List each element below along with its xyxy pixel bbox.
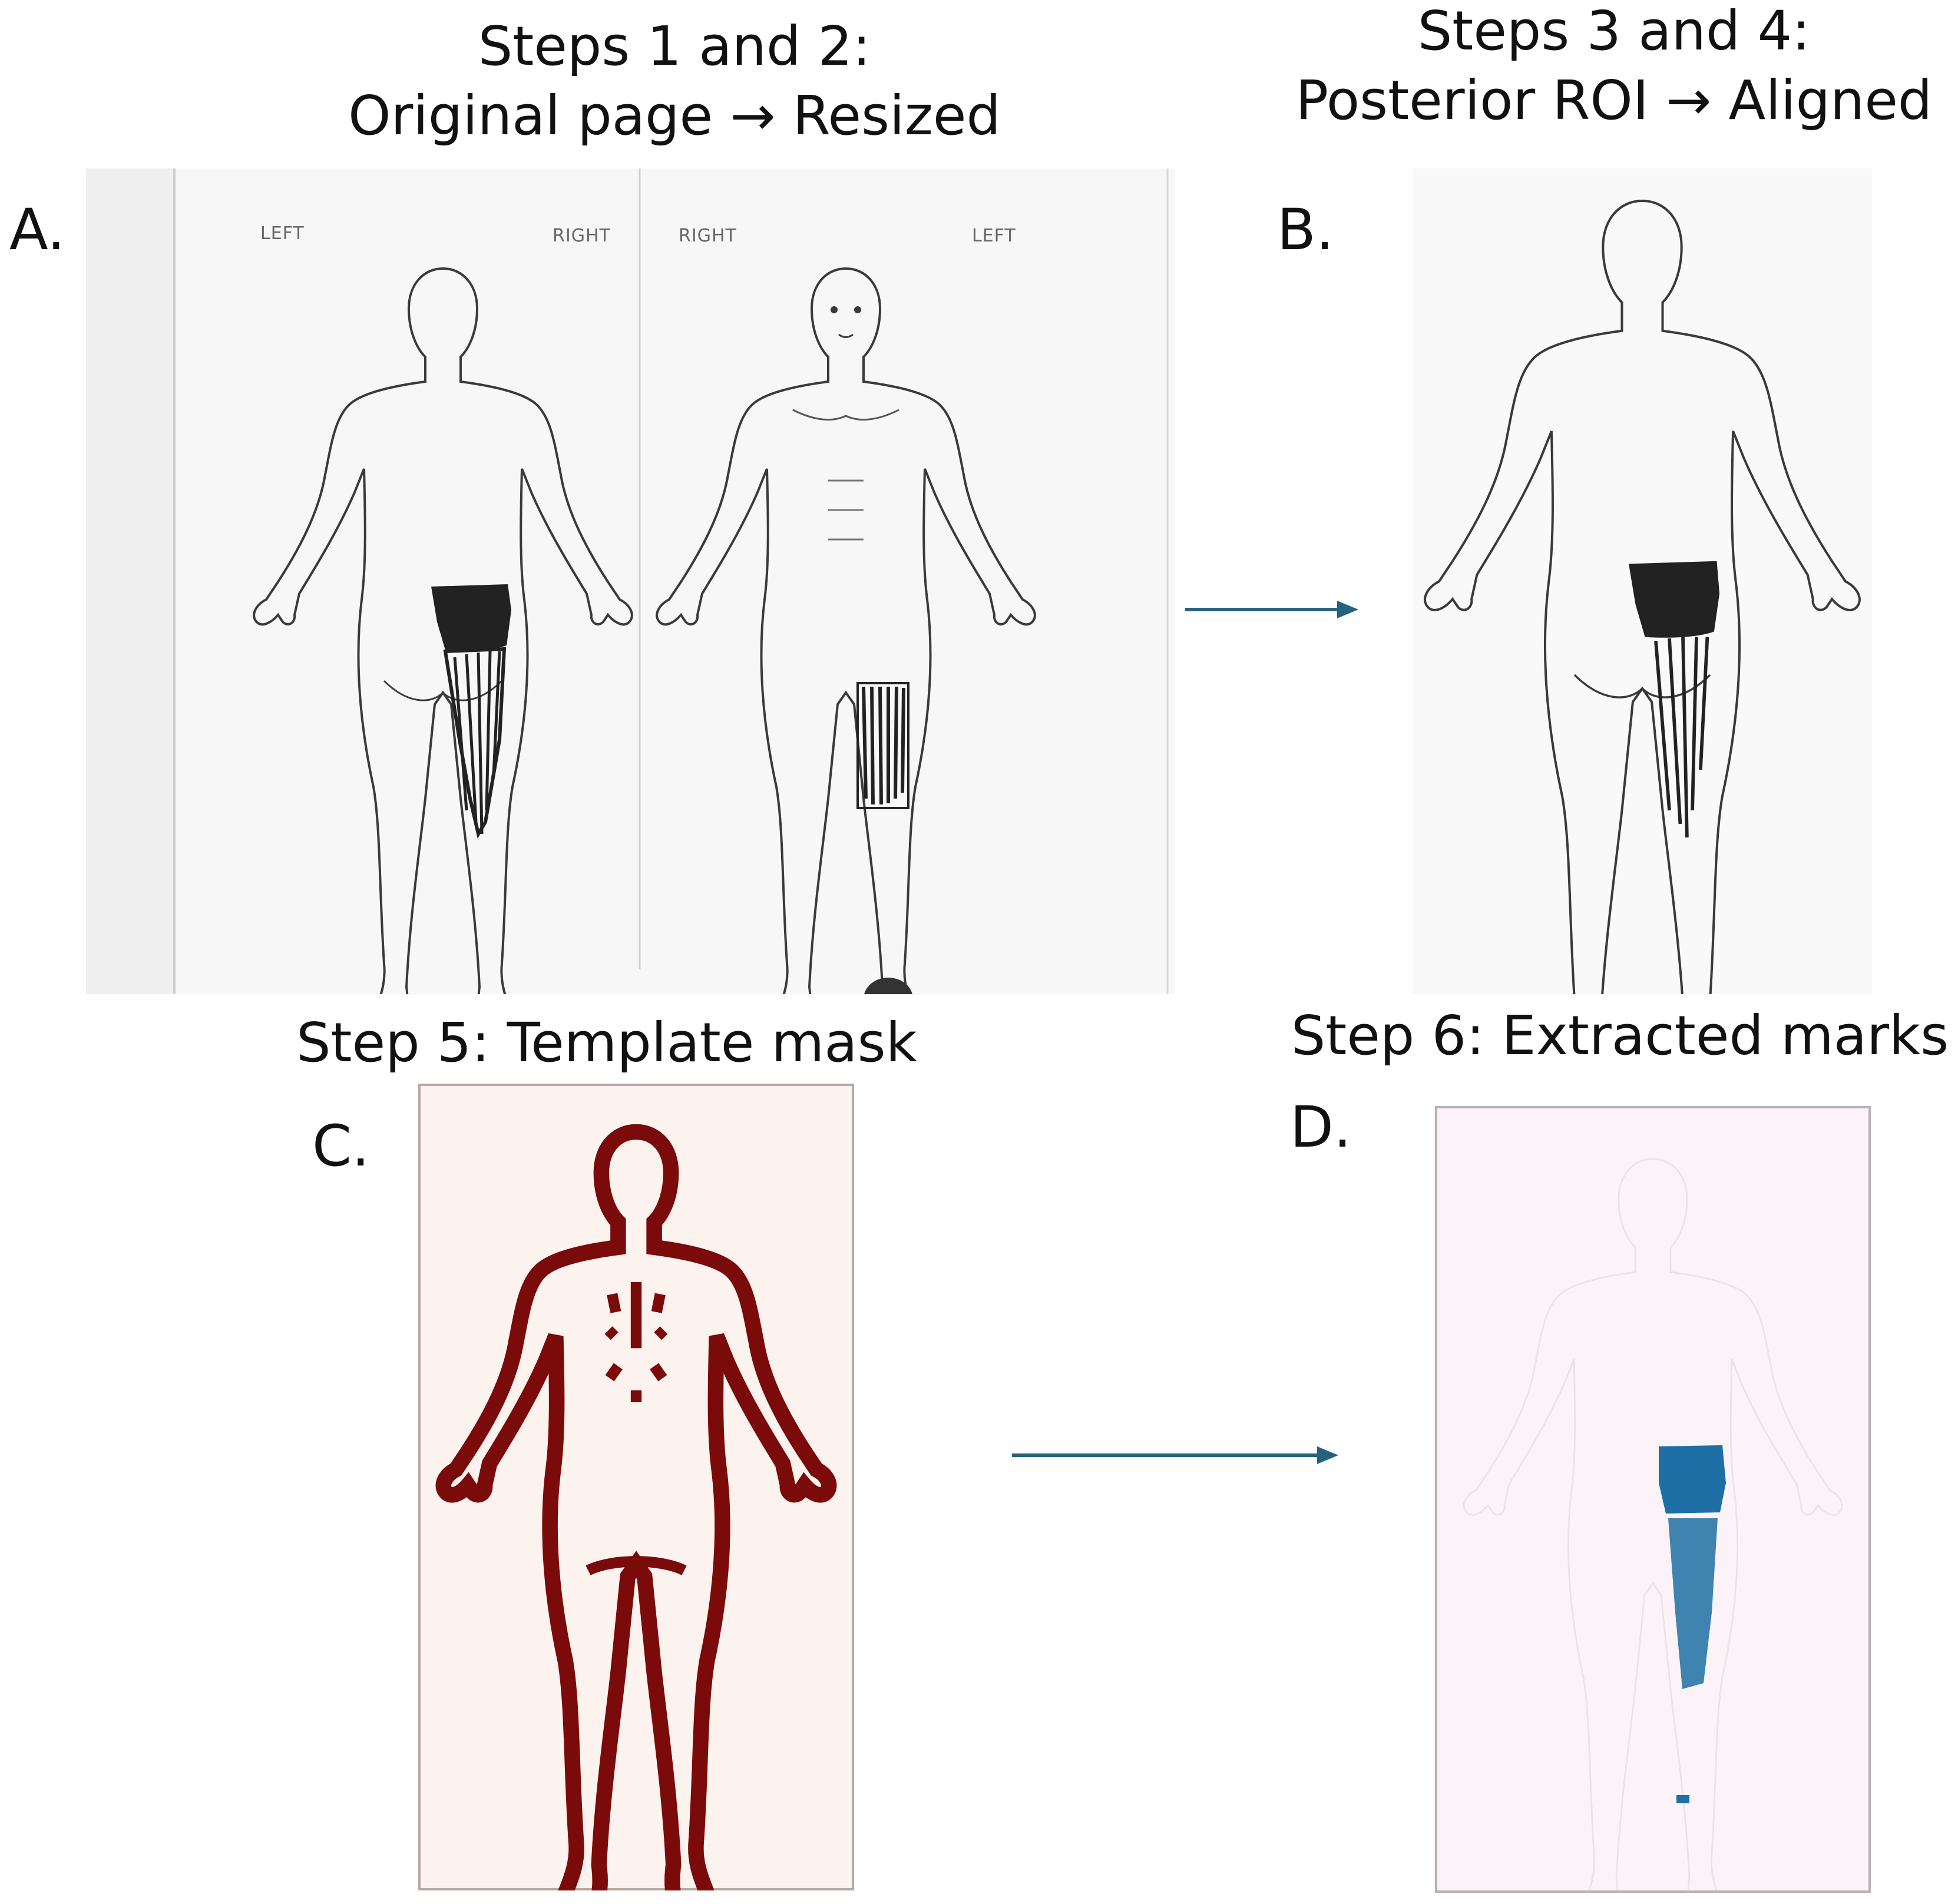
panel-b-aligned-roi bbox=[1413, 168, 1872, 994]
mask-spine-marks bbox=[586, 1282, 687, 1575]
panel-d-letter: D. bbox=[1290, 1094, 1352, 1160]
panel-d-extracted-marks bbox=[1435, 1106, 1871, 1893]
panel-b-title-line2: Posterior ROI → Aligned bbox=[1295, 68, 1933, 132]
panel-a-title-line1: Steps 1 and 2: bbox=[478, 15, 871, 78]
panel-d-title: Step 6: Extracted marks bbox=[1291, 1004, 1949, 1067]
label-right-2: RIGHT bbox=[679, 226, 737, 246]
posterior-shading bbox=[431, 584, 511, 839]
panel-b-title: Steps 3 and 4: Posterior ROI → Aligned bbox=[1266, 0, 1958, 135]
label-right-1: RIGHT bbox=[553, 226, 611, 246]
label-left-1: LEFT bbox=[260, 223, 305, 244]
extracted-mark-shapes bbox=[1659, 1445, 1726, 1803]
panel-b-letter: B. bbox=[1277, 197, 1334, 263]
panel-a-title: Steps 1 and 2: Original page → Resized bbox=[283, 12, 1066, 151]
anterior-shading bbox=[856, 682, 912, 994]
panel-a-original-page: LEFT RIGHT RIGHT LEFT bbox=[86, 168, 1175, 994]
panel-a-title-line2: Original page → Resized bbox=[348, 84, 1001, 147]
arrow-c-to-d bbox=[1012, 1446, 1338, 1464]
panel-b-title-line1: Steps 3 and 4: bbox=[1417, 0, 1811, 62]
panel-c-title: Step 5: Template mask bbox=[296, 1011, 917, 1074]
panel-c-template-mask bbox=[418, 1084, 854, 1890]
arrow-a-to-b bbox=[1185, 601, 1358, 618]
anterior-body-figure bbox=[656, 267, 1036, 994]
aligned-shading bbox=[1629, 561, 1720, 838]
panel-c-letter: C. bbox=[312, 1113, 370, 1179]
panel-a-letter: A. bbox=[9, 197, 65, 263]
label-left-2: LEFT bbox=[972, 226, 1016, 246]
posterior-body-figure bbox=[253, 267, 633, 994]
